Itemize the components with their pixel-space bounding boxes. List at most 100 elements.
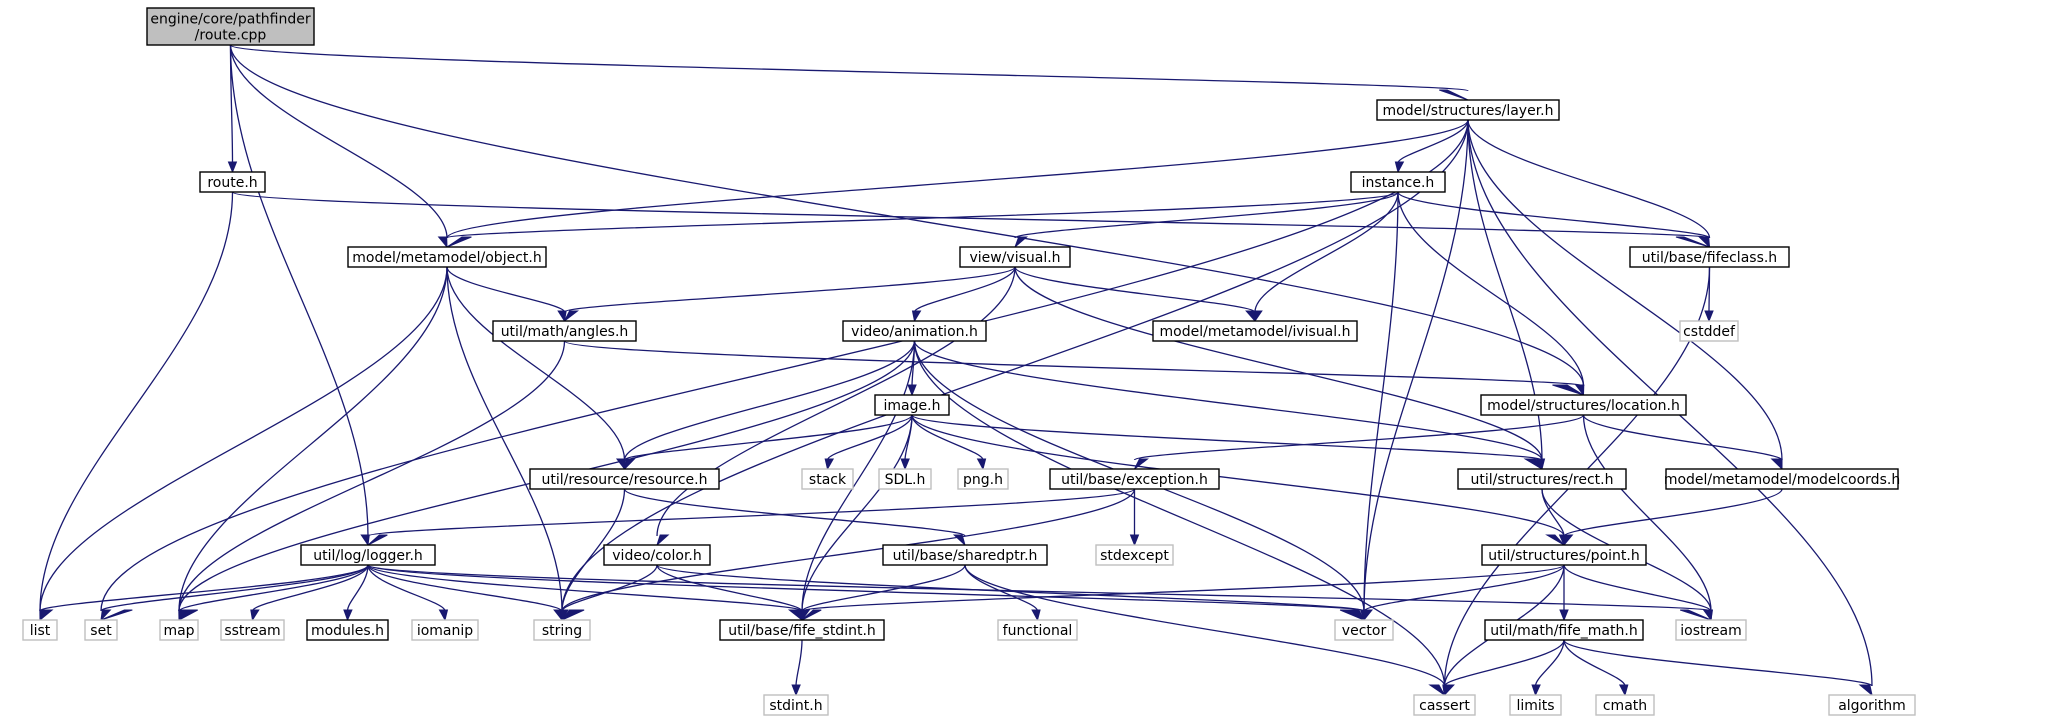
node-label: functional — [1003, 623, 1073, 639]
node-label: util/base/exception.h — [1061, 472, 1208, 488]
node-modules-h[interactable]: modules.h — [306, 619, 389, 641]
node-fife-stdint-h[interactable]: util/base/fife_stdint.h — [719, 619, 885, 641]
node-box — [878, 468, 932, 490]
node-box — [492, 320, 637, 342]
node-map: map — [159, 619, 199, 641]
node-box — [1334, 619, 1394, 641]
node-box — [1828, 694, 1916, 716]
arrowhead — [1559, 609, 1569, 622]
edge-sharedptr_h-to-cassert — [964, 564, 1446, 696]
arrowhead — [564, 310, 579, 322]
arrowhead — [1860, 684, 1873, 697]
node-label: util/resource/resource.h — [541, 472, 707, 488]
arrowhead — [1704, 310, 1714, 323]
arrowhead — [1523, 458, 1543, 470]
edge-layer_h-to-object_h — [446, 119, 1469, 248]
edge-point_h-to-fife_math_h — [1559, 565, 1569, 622]
node-box — [957, 468, 1009, 490]
node-vector: vector — [1334, 619, 1394, 641]
node-instance-h[interactable]: instance.h — [1350, 171, 1446, 193]
edge-exception_h-to-logger_h — [367, 488, 1136, 546]
arrowhead — [100, 609, 133, 621]
node-fifeclass-h[interactable]: util/base/fifeclass.h — [1629, 246, 1790, 268]
node-label: map — [163, 623, 194, 639]
arrowhead — [178, 609, 198, 621]
node-iostream: iostream — [1675, 619, 1747, 641]
node-box — [199, 171, 266, 193]
arrowhead — [438, 609, 449, 622]
node-label: util/math/angles.h — [501, 324, 629, 340]
node-box — [1095, 544, 1174, 566]
node-label: SDL.h — [885, 472, 926, 488]
node-sharedptr-h[interactable]: util/base/sharedptr.h — [882, 544, 1048, 566]
node-logger-h[interactable]: util/log/logger.h — [300, 544, 436, 566]
node-fife-math-h[interactable]: util/math/fife_math.h — [1484, 619, 1644, 641]
arrowhead — [557, 310, 567, 323]
node-box — [1350, 171, 1446, 193]
node-visual-h[interactable]: view/visual.h — [959, 246, 1071, 268]
edge-fife_math_h-to-cassert — [1442, 639, 1565, 697]
arrowhead — [1439, 89, 1469, 101]
edge-animation_h-to-cassert — [913, 340, 1446, 696]
node-angles-h[interactable]: util/math/angles.h — [492, 320, 637, 342]
node-rect-h[interactable]: util/structures/rect.h — [1457, 468, 1627, 490]
node-modelcoords-h[interactable]: model/metamodel/modelcoords.h — [1664, 468, 1900, 490]
edge-object_h-to-string — [446, 266, 565, 622]
edge-location_h-to-modelcoords_h — [1582, 414, 1783, 471]
edge-logger_h-to-modules_h — [343, 564, 369, 622]
edge-logger_h-to-set — [100, 564, 369, 622]
node-label: route.h — [207, 175, 257, 191]
node-stdexcept: stdexcept — [1095, 544, 1174, 566]
node-label: engine/core/pathfinder — [150, 12, 311, 28]
edge-image_h-to-rect_h — [911, 414, 1543, 470]
node-label: set — [90, 623, 112, 639]
edge-fife_stdint_h-to-stdint_h — [791, 639, 803, 697]
node-route-cpp[interactable]: engine/core/pathfinder/route.cpp — [146, 7, 315, 46]
node-color-h[interactable]: video/color.h — [603, 544, 711, 566]
node-label: model/metamodel/object.h — [352, 250, 541, 266]
edge-point_h-to-fife_stdint_h — [801, 564, 1565, 621]
edge-logger_h-to-iostream — [367, 564, 1712, 621]
edge-route_cpp-to-layer_h — [229, 44, 1469, 101]
node-location-h[interactable]: model/structures/location.h — [1480, 394, 1687, 416]
node-point-h[interactable]: util/structures/point.h — [1481, 544, 1647, 566]
node-box — [997, 619, 1078, 641]
edge-layer_h-to-set — [100, 119, 1469, 621]
node-box — [874, 394, 950, 416]
node-box — [146, 7, 315, 46]
node-image-h[interactable]: image.h — [874, 394, 950, 416]
node-box — [306, 619, 389, 641]
arrowhead — [623, 458, 636, 471]
node-route-h[interactable]: route.h — [199, 171, 266, 193]
arrowhead — [250, 609, 260, 622]
node-box — [1675, 619, 1747, 641]
node-label: algorithm — [1838, 698, 1906, 714]
node-stdint-h: stdint.h — [763, 694, 829, 716]
edge-route_cpp-to-object_h — [229, 44, 448, 249]
arrowhead — [824, 458, 835, 471]
arrowhead — [1703, 609, 1713, 622]
node-animation-h[interactable]: video/animation.h — [842, 320, 987, 342]
node-box — [1480, 394, 1687, 416]
node-label: image.h — [884, 398, 941, 414]
node-ivisual-h[interactable]: model/metamodel/ivisual.h — [1152, 320, 1358, 342]
arrowhead — [1363, 609, 1374, 622]
arrowhead — [367, 534, 388, 546]
node-label: list — [30, 623, 51, 639]
edge-object_h-to-map — [178, 266, 448, 622]
node-label: iostream — [1680, 623, 1742, 639]
node-limits: limits — [1509, 694, 1562, 716]
node-resource-h[interactable]: util/resource/resource.h — [529, 468, 720, 490]
node-exception-h[interactable]: util/base/exception.h — [1049, 468, 1220, 490]
node-box — [603, 544, 711, 566]
node-layer-h[interactable]: model/structures/layer.h — [1376, 99, 1560, 121]
node-box — [1152, 320, 1358, 342]
node-label: string — [542, 623, 582, 639]
arrowhead — [1345, 609, 1365, 621]
node-object-h[interactable]: model/metamodel/object.h — [347, 246, 547, 268]
node-label: util/log/logger.h — [313, 548, 423, 564]
arrowhead — [1618, 684, 1629, 697]
arrowhead — [911, 310, 922, 323]
arrowhead — [561, 609, 580, 621]
node-box — [1629, 246, 1790, 268]
